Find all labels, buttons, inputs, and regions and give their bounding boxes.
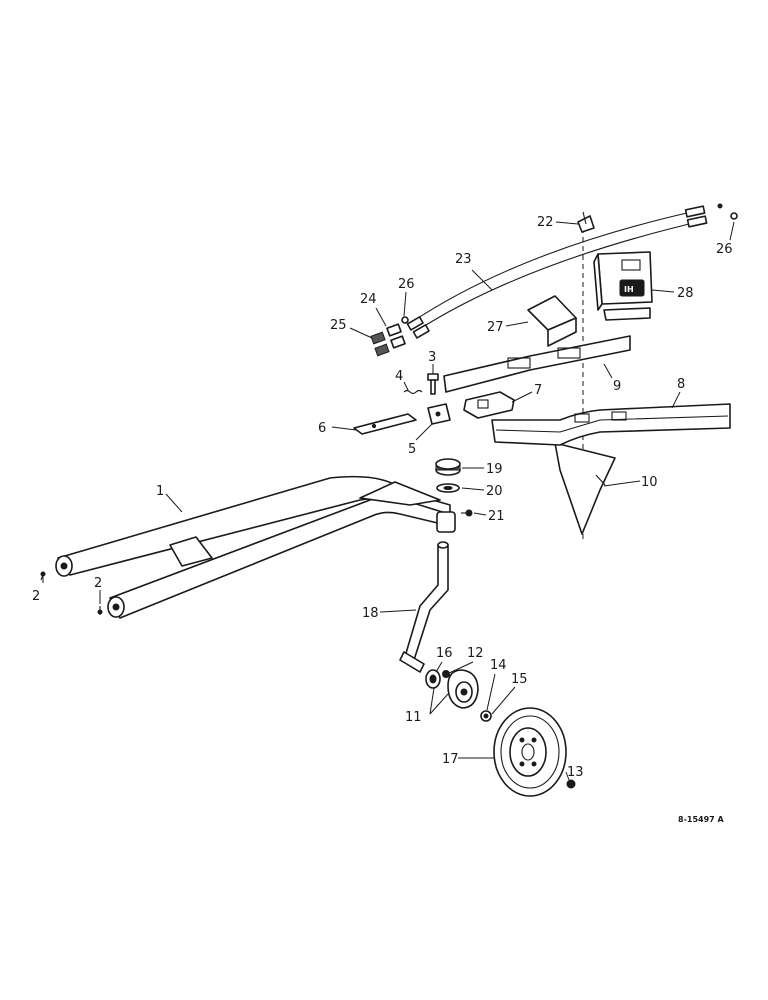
callout-26-right: 26 (716, 242, 733, 257)
hub-part-11 (447, 669, 479, 709)
callout-20: 20 (486, 484, 503, 499)
callout-12: 12 (467, 646, 484, 661)
callout-26-left: 26 (398, 277, 415, 292)
strap-part-6 (353, 413, 417, 435)
callout-10: 10 (641, 475, 658, 490)
leader-lines (42, 221, 735, 781)
washer-part-20 (436, 483, 460, 493)
seal-part-12 (442, 670, 450, 678)
callout-labels: 1 2 2 3 4 5 6 7 8 9 10 11 12 13 14 15 16… (32, 215, 733, 780)
callout-22: 22 (537, 215, 554, 230)
beam-part-8 (491, 403, 731, 446)
drawing-reference-code: 8-15497 A (678, 815, 725, 824)
bracket-part-7 (463, 391, 515, 419)
callout-17: 17 (442, 752, 459, 767)
callout-2-right: 2 (94, 576, 102, 591)
callout-5: 5 (408, 442, 416, 457)
crank-axle-part-18 (399, 541, 449, 673)
callout-11: 11 (405, 710, 422, 725)
wheel-part-17 (493, 707, 567, 797)
callout-14: 14 (490, 658, 507, 673)
callout-25: 25 (330, 318, 347, 333)
holder-box-part-28: IH (593, 251, 653, 321)
callout-28: 28 (677, 286, 694, 301)
hose-clip-part-22 (577, 211, 595, 233)
bushing-part-19 (435, 458, 461, 476)
fitting-part-21 (461, 509, 473, 517)
callout-8: 8 (677, 377, 685, 392)
callout-13: 13 (567, 765, 584, 780)
clip-part-5 (427, 403, 451, 425)
bolt-part-3 (427, 373, 439, 395)
gusset-part-10 (554, 442, 616, 535)
callout-7: 7 (534, 383, 542, 398)
callout-19: 19 (486, 462, 503, 477)
callout-27: 27 (487, 320, 504, 335)
spring-pin-part-4 (403, 389, 423, 395)
callout-9: 9 (613, 379, 621, 394)
brace-part-9 (443, 335, 631, 393)
callout-21: 21 (488, 509, 505, 524)
svg-text:IH: IH (624, 285, 634, 294)
callout-1: 1 (156, 484, 164, 499)
lug-nut-part-13 (566, 779, 576, 789)
bearing-part-16 (425, 669, 441, 689)
bracket-part-27 (527, 295, 577, 347)
tongue-frame-part-1 (55, 475, 456, 619)
callout-3: 3 (428, 350, 436, 365)
hose-part-23 (406, 205, 708, 339)
fittings-parts-24-25-26 (370, 203, 738, 357)
pin-part-2 (40, 571, 103, 615)
callout-2-left: 2 (32, 589, 40, 604)
nut-part-14-15 (480, 710, 492, 722)
callout-24: 24 (360, 292, 377, 307)
callout-6: 6 (318, 421, 326, 436)
callout-23: 23 (455, 252, 472, 267)
callout-15: 15 (511, 672, 528, 687)
callout-4: 4 (395, 369, 403, 384)
callout-16: 16 (436, 646, 453, 661)
callout-18: 18 (362, 606, 379, 621)
